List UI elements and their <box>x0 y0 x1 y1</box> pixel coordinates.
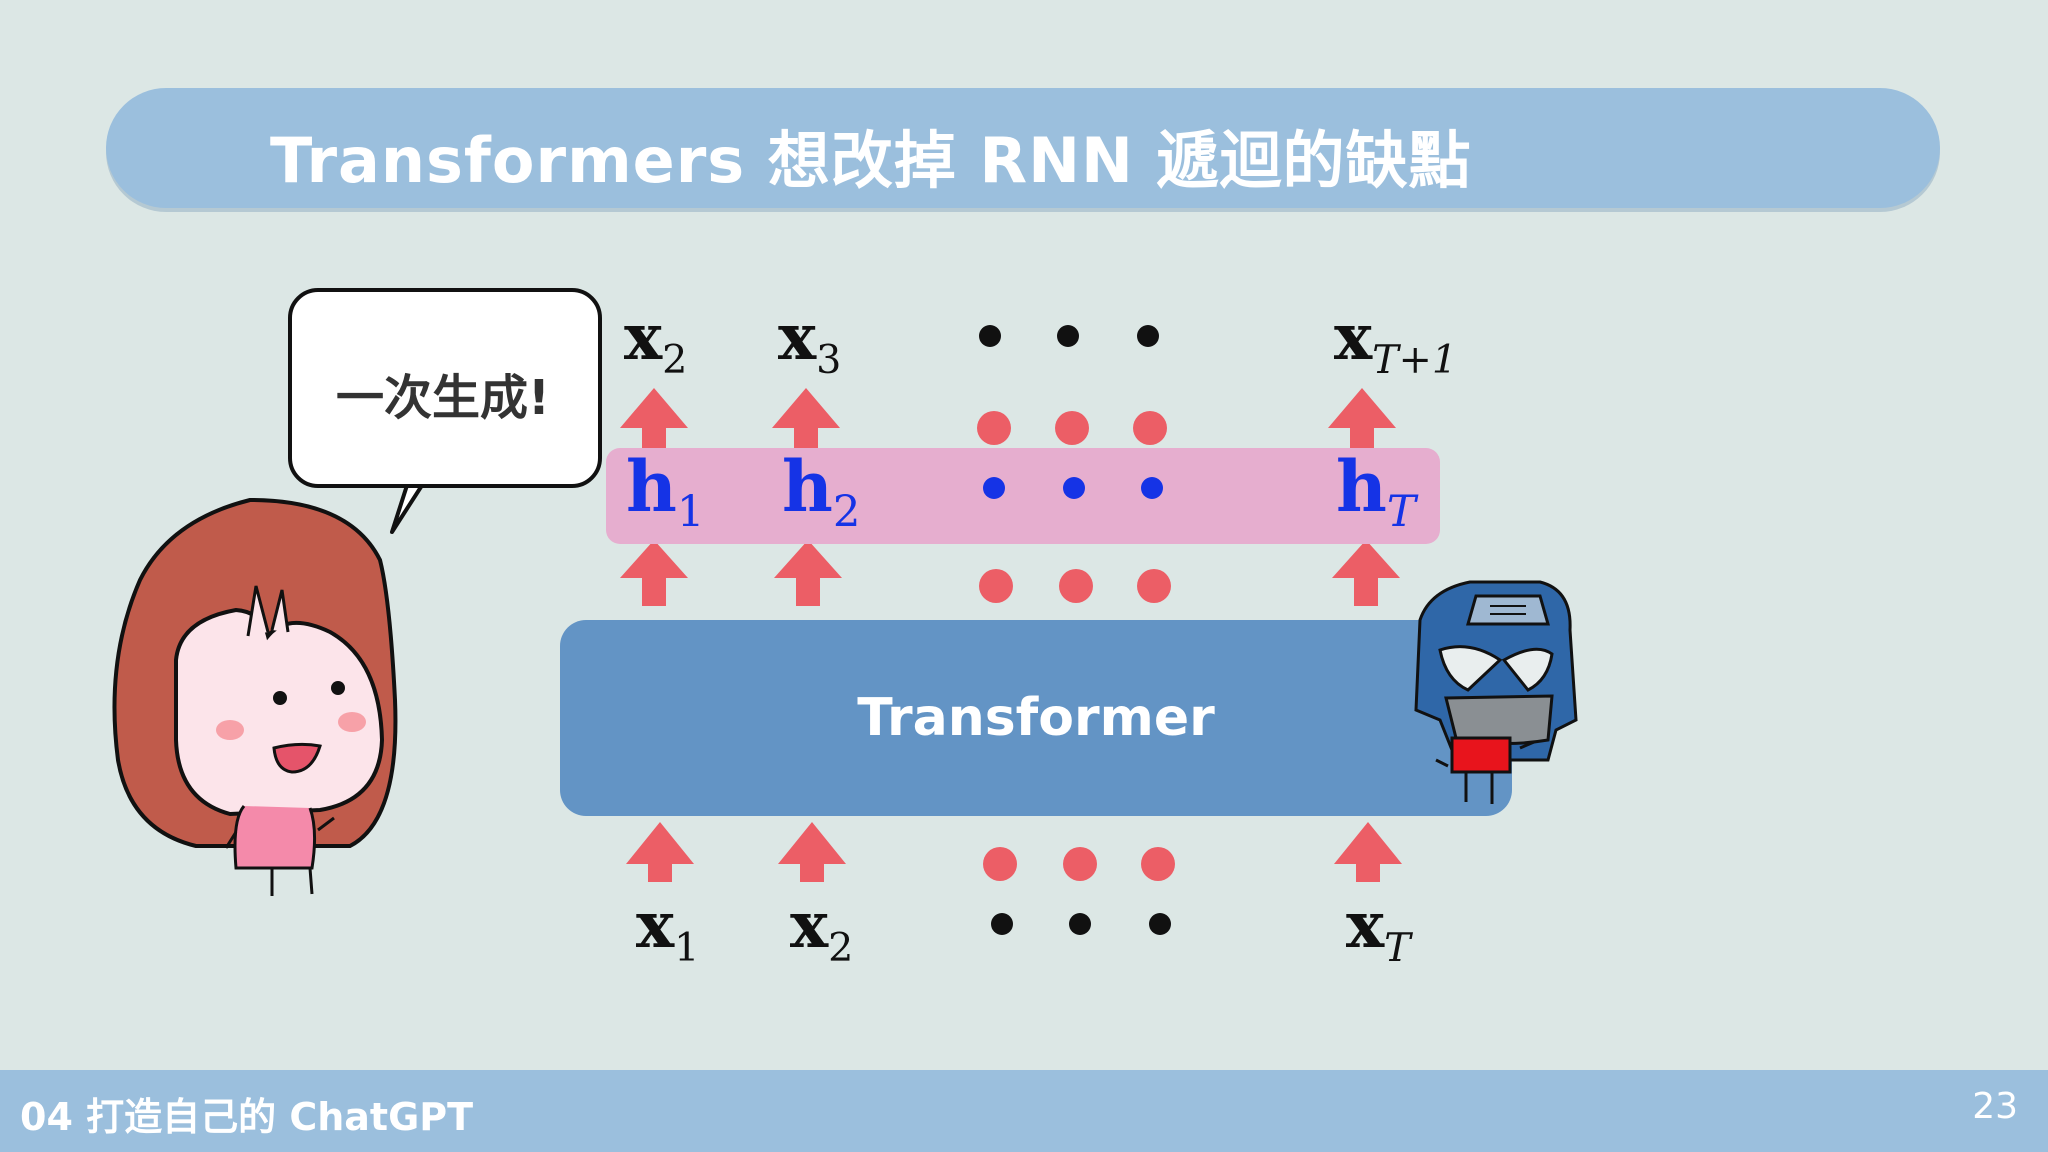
hidden-state-band <box>606 448 1440 544</box>
arrow-up-out2 <box>772 388 840 448</box>
black-dots-bottom <box>991 913 1171 935</box>
course-title: 04 打造自己的 ChatGPT <box>20 1095 474 1139</box>
transformer-block <box>560 620 1512 816</box>
red-dots-lower <box>983 847 1175 881</box>
black-dots-top <box>979 325 1159 347</box>
arrow-up-inT <box>1334 822 1402 882</box>
upper-arrows <box>620 388 1396 448</box>
transformer-label: Transformer <box>857 688 1215 748</box>
output-x2: x2 <box>624 300 688 383</box>
blue-dots <box>983 477 1163 499</box>
slide-title: Transformers 想改掉 RNN 遞迴的缺點 <box>270 124 1472 197</box>
arrow-up-outT <box>1328 388 1396 448</box>
input-x1: x1 <box>636 888 700 971</box>
arrow-up-hT <box>1332 540 1400 606</box>
arrow-up-out1 <box>620 388 688 448</box>
arrow-up-h2 <box>774 540 842 606</box>
title-bar <box>106 88 1940 208</box>
lower-arrows <box>626 822 1402 882</box>
robot-character-icon <box>1414 580 1578 804</box>
speech-bubble-text: 一次生成! <box>336 370 550 426</box>
arrow-up-in1 <box>626 822 694 882</box>
output-x3: x3 <box>778 300 842 383</box>
output-xT1: xT+1 <box>1334 300 1458 383</box>
red-dots-upper <box>977 411 1167 445</box>
bubble-tail <box>390 474 430 534</box>
girl-character-icon <box>112 497 398 896</box>
arrow-up-in2 <box>778 822 846 882</box>
red-dots-middle <box>979 569 1171 603</box>
hidden-hT: hT <box>1336 445 1416 538</box>
footer-bar <box>0 1070 2048 1152</box>
input-xT: xT <box>1346 888 1411 971</box>
middle-arrows <box>620 540 1400 606</box>
speech-bubble <box>288 288 602 488</box>
input-x2: x2 <box>790 888 854 971</box>
arrow-up-h1 <box>620 540 688 606</box>
hidden-h1: h1 <box>626 445 705 538</box>
hidden-h2: h2 <box>782 445 861 538</box>
page-number: 23 <box>1972 1086 2018 1127</box>
